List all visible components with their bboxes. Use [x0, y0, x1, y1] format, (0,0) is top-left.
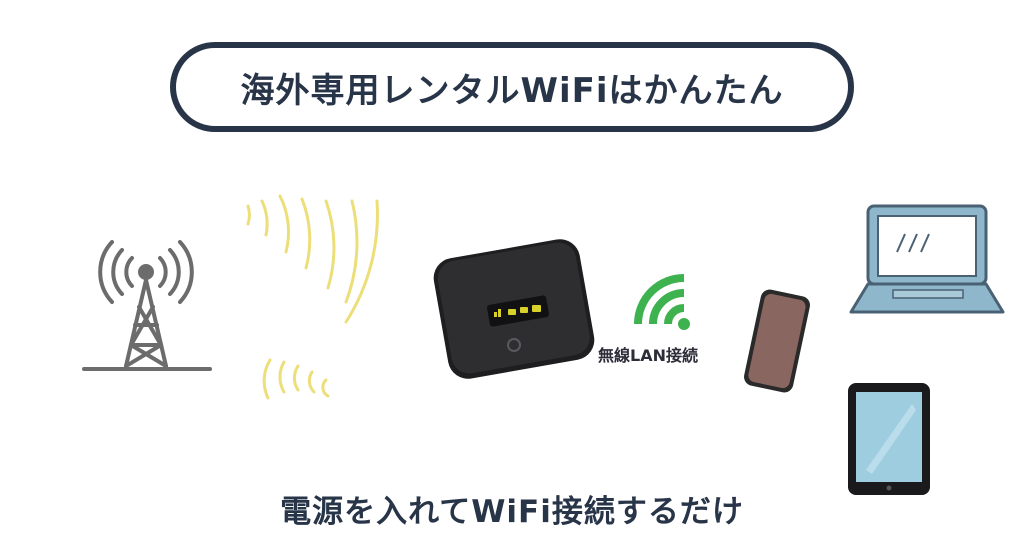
page-title: 海外専用レンタルWiFiはかんたん	[240, 63, 783, 112]
cell-tower-icon	[84, 242, 210, 369]
signal-waves-icon	[248, 196, 377, 398]
router-icon	[431, 236, 598, 382]
title-pill: 海外専用レンタルWiFiはかんたん	[170, 42, 854, 132]
wlan-label: 無線LAN接続	[598, 342, 698, 366]
caption: 電源を入れてWiFi接続するだけ	[0, 486, 1024, 531]
wifi-icon	[638, 278, 690, 330]
laptop-icon	[851, 206, 1003, 312]
smartphone-icon	[742, 288, 811, 394]
tablet-icon	[848, 383, 930, 495]
